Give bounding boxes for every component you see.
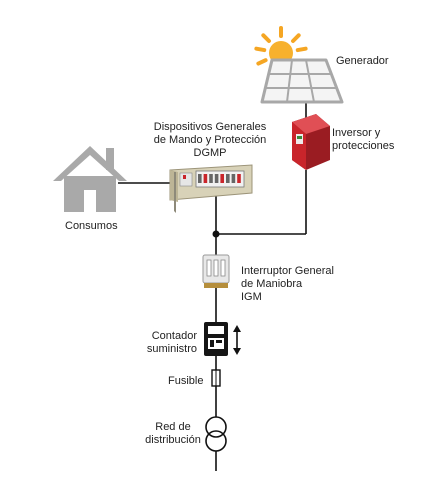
igm-label: Interruptor General de Maniobra IGM bbox=[241, 265, 334, 304]
switch-icon bbox=[202, 254, 230, 288]
dgmp-label-line-2: de Mando y Protección bbox=[153, 134, 267, 146]
consumption-label: Consumos bbox=[65, 220, 118, 232]
grid-label: Red de distribución bbox=[140, 421, 206, 447]
dgmp-label-line-3: DGMP bbox=[193, 147, 227, 159]
solar-panel-icon bbox=[260, 58, 344, 104]
sun-ray bbox=[254, 46, 267, 53]
sun-ray bbox=[256, 58, 268, 66]
igm-label-line-2: de Maniobra bbox=[241, 278, 303, 290]
sun-ray bbox=[295, 46, 308, 53]
sun-ray bbox=[291, 33, 301, 43]
dgmp-breaker bbox=[203, 174, 208, 183]
meter-label-line-2: suministro bbox=[146, 343, 197, 355]
house-icon bbox=[53, 146, 127, 212]
igm-label-line-3: IGM bbox=[241, 291, 262, 303]
inverter-label-line-1: Inversor y bbox=[332, 127, 381, 139]
dgmp-label-line-1: Dispositivos Generales bbox=[153, 121, 267, 133]
transformer-icon bbox=[205, 416, 227, 452]
inverter-label: Inversor y protecciones bbox=[332, 127, 394, 153]
dgmp-breaker bbox=[237, 174, 241, 183]
dgmp-label: Dispositivos Generales de Mando y Protec… bbox=[140, 121, 280, 160]
dgmp-breaker bbox=[220, 174, 224, 183]
meter-label-line-1: Contador bbox=[151, 330, 197, 342]
igm-label-line-1: Interruptor General bbox=[241, 265, 334, 277]
sun-ray bbox=[261, 33, 271, 43]
dgmp-breaker bbox=[226, 174, 230, 183]
generator-label: Generador bbox=[336, 55, 389, 67]
inverter-icon bbox=[292, 114, 330, 170]
junction-node bbox=[212, 230, 220, 238]
meter-icon bbox=[204, 322, 241, 356]
grid-label-line-1: Red de bbox=[155, 421, 191, 433]
dgmp-breaker bbox=[231, 174, 236, 183]
inverter-label-line-2: protecciones bbox=[332, 140, 395, 152]
meter-label: Contador suministro bbox=[145, 330, 197, 356]
dgmp-breaker bbox=[198, 174, 202, 183]
grid-label-line-2: distribución bbox=[145, 434, 201, 446]
dgmp-breaker bbox=[214, 174, 219, 183]
fuse-icon bbox=[211, 369, 221, 387]
distribution-panel-icon bbox=[169, 164, 253, 213]
fuse-label: Fusible bbox=[168, 375, 204, 387]
wiring bbox=[118, 78, 307, 471]
dgmp-breaker bbox=[209, 174, 213, 183]
